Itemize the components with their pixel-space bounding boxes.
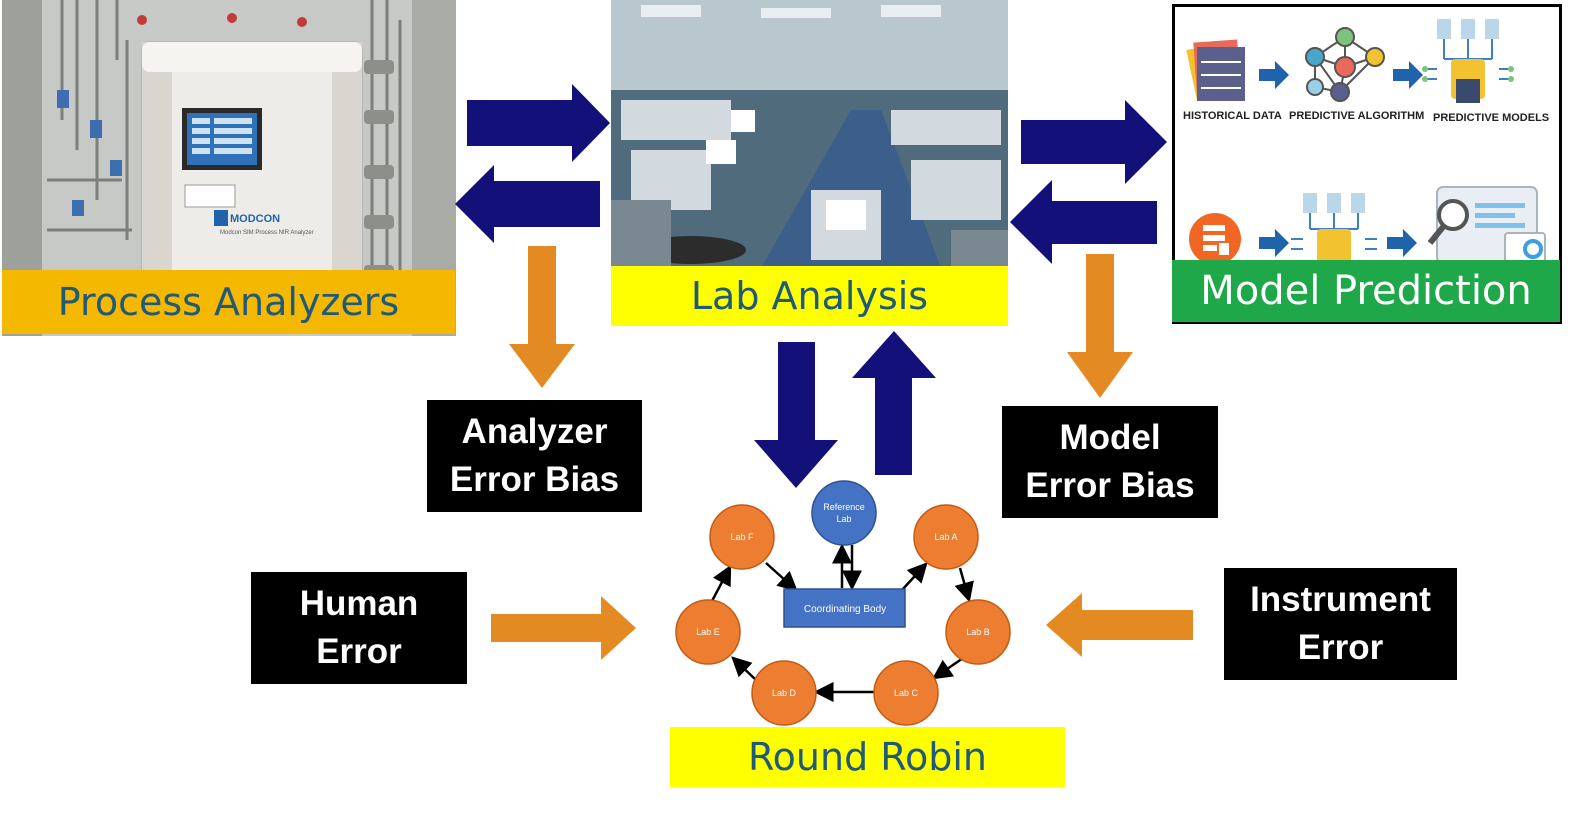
lab-b-label: Lab B	[966, 627, 990, 637]
model-error-line-1: Model	[1059, 418, 1161, 457]
lab-node-c: Lab C	[873, 660, 939, 726]
analyzer-error-line-2: Error Bias	[449, 460, 620, 499]
instrument-error-line-2: Error	[1297, 628, 1384, 667]
lab-d-label: Lab D	[772, 688, 797, 698]
reference-lab-label-line-1: Reference	[823, 502, 865, 512]
round-robin-title: Round Robin	[747, 735, 988, 779]
analyzer-error-bias-box: Analyzer Error Bias	[427, 400, 642, 512]
lab-c-label: Lab C	[894, 688, 919, 698]
human-error-box: Human Error	[251, 572, 467, 684]
model-prediction-title: Model Prediction	[1200, 268, 1532, 314]
lab-e-label: Lab E	[696, 627, 720, 637]
lab-node-a: Lab A	[913, 504, 979, 570]
process-analyzers-banner: Process Analyzers	[2, 270, 455, 334]
human-error-line-2: Error	[316, 632, 402, 671]
lab-analysis-title: Lab Analysis	[690, 274, 929, 318]
connector-labe-to-labf	[710, 564, 732, 602]
device-caption-label: Modcon SIM Process NIR Analyzer	[220, 230, 314, 236]
lab-a-label: Lab A	[934, 532, 957, 542]
predictive-algorithm-icon	[1305, 27, 1385, 102]
model-error-bias-box: Model Error Bias	[1002, 406, 1218, 518]
workflow-arrow-icon	[1387, 229, 1417, 257]
workflow-arrow-icon	[1259, 229, 1289, 257]
connector-labf-to-body	[765, 562, 798, 592]
predictive-models-icon	[1291, 193, 1377, 263]
historical-data-icon	[1186, 39, 1245, 101]
analyzer-error-line-1: Analyzer	[461, 412, 608, 451]
lab-node-b: Lab B	[945, 599, 1011, 665]
lab-analysis-panel	[611, 0, 1008, 268]
lab-room-illustration	[611, 0, 1008, 268]
model-error-line-2: Error Bias	[1025, 466, 1195, 505]
lab-node-d: Lab D	[751, 660, 817, 726]
step-label-predictive-algorithm: PREDICTIVE ALGORITHM	[1289, 110, 1424, 122]
database-icon	[1189, 213, 1241, 263]
connector-body-to-laba	[901, 562, 928, 591]
reference-lab-node: Reference Lab	[811, 480, 877, 546]
coordinating-body-label: Coordinating Body	[804, 604, 886, 615]
lab-f-label: Lab F	[730, 532, 754, 542]
workflow-arrow-icon	[1393, 61, 1423, 89]
round-robin-banner: Round Robin	[670, 727, 1065, 787]
step-label-predictive-models: PREDICTIVE MODELS	[1433, 112, 1549, 124]
human-error-line-1: Human	[299, 584, 419, 623]
reference-lab-label-line-2: Lab	[836, 514, 851, 524]
instrument-error-line-1: Instrument	[1250, 580, 1431, 619]
model-prediction-banner: Model Prediction	[1172, 260, 1560, 322]
device-brand-label: MODCON	[230, 213, 280, 225]
process-analyzers-title: Process Analyzers	[57, 280, 400, 324]
connector-labd-to-labe	[731, 656, 757, 681]
lab-analysis-banner: Lab Analysis	[611, 266, 1008, 326]
lab-node-f: Lab F	[709, 504, 775, 570]
step-label-historical-data: HISTORICAL DATA	[1183, 110, 1282, 122]
lab-node-e: Lab E	[675, 599, 741, 665]
analytics-dashboard-icon	[1427, 186, 1546, 263]
model-workflow-illustration: HISTORICAL DATA PREDICTIVE ALGORITHM PRE…	[1183, 19, 1549, 263]
predictive-models-icon	[1422, 19, 1514, 103]
coordinating-body-node: Coordinating Body	[783, 588, 906, 628]
connector-laba-to-labb	[954, 567, 974, 603]
instrument-error-box: Instrument Error	[1224, 568, 1457, 680]
workflow-arrow-icon	[1259, 61, 1289, 89]
